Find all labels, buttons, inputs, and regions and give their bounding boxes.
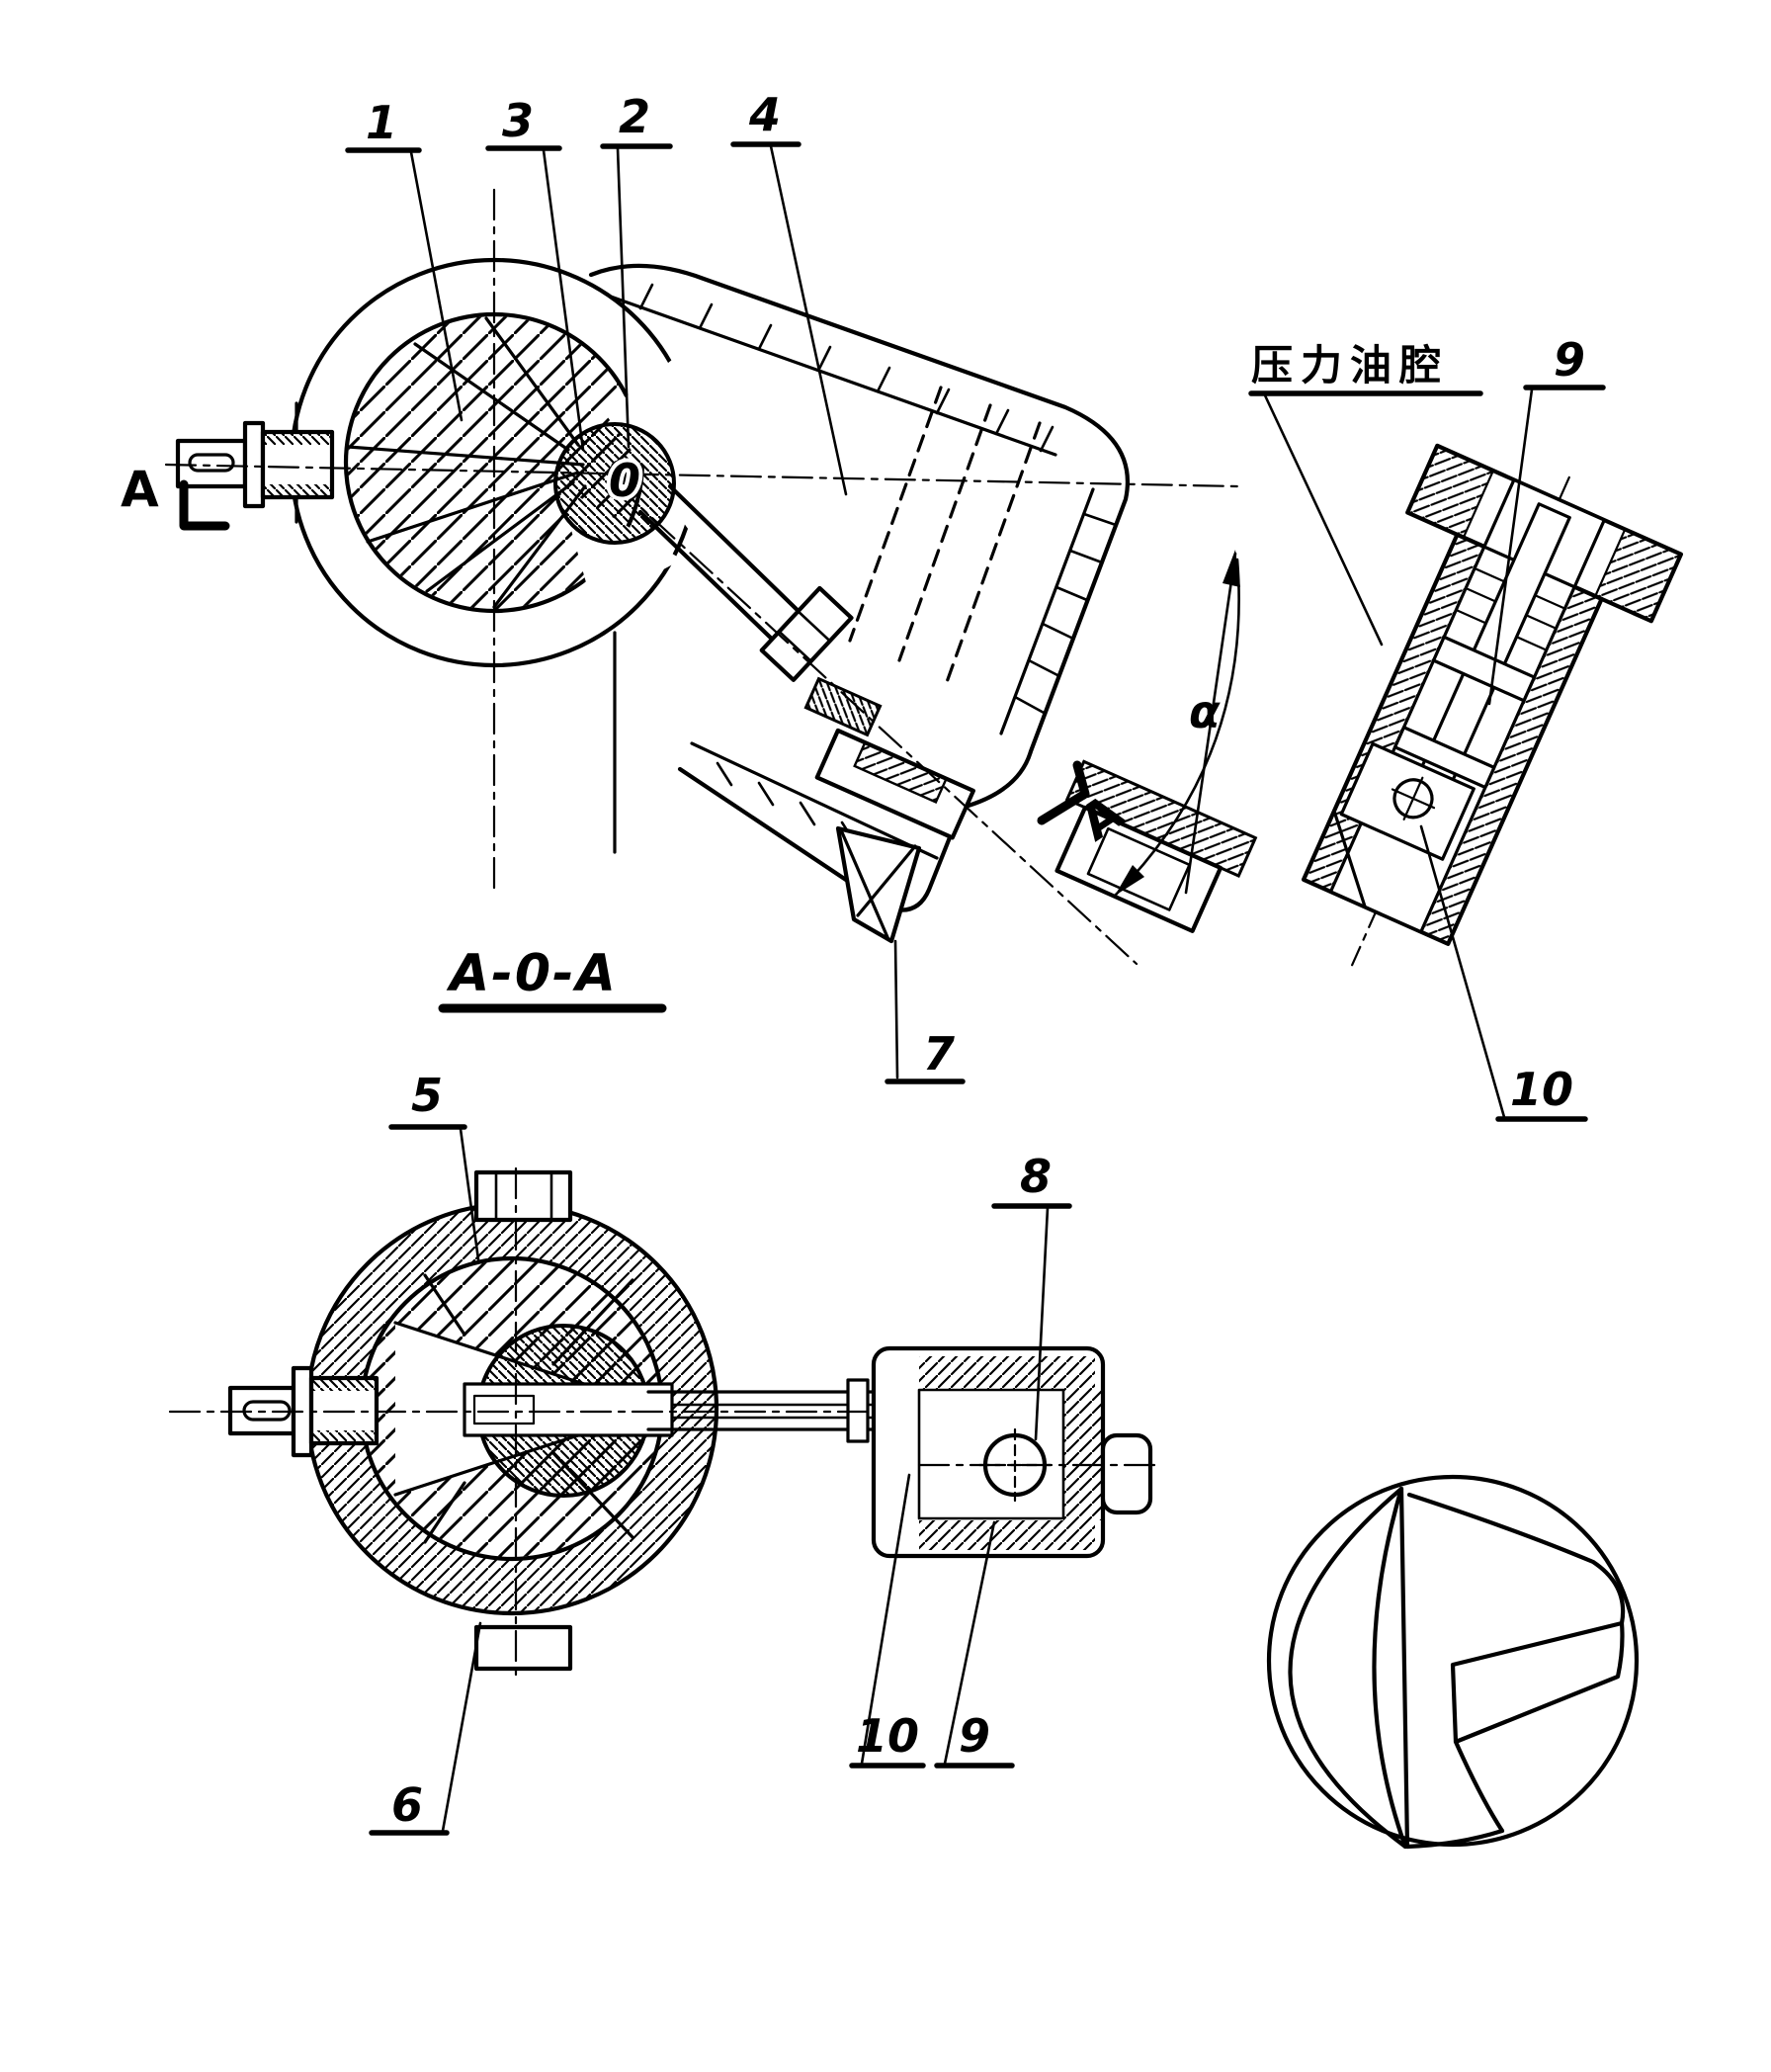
callout-5: 5 xyxy=(388,1069,480,1261)
crescent-chord xyxy=(1398,1486,1410,1850)
housing-inner-right-edge xyxy=(999,487,1095,735)
arrowhead-up-icon xyxy=(1223,550,1240,587)
callout-3-label: 3 xyxy=(502,94,534,147)
lower-valve-block xyxy=(871,1345,1153,1559)
piston-slot xyxy=(463,1382,674,1437)
callout-9-bottom-label: 9 xyxy=(959,1709,990,1763)
callout-2: 2 xyxy=(600,90,673,449)
crescent-inner xyxy=(1372,1486,1408,1850)
callout-9-top-label: 9 xyxy=(1554,333,1585,387)
pressure-chamber-label: 压力油腔 xyxy=(1251,341,1449,389)
bottom-boss xyxy=(473,1624,573,1672)
shaft-flange xyxy=(242,420,266,509)
section-title: A-0-A xyxy=(438,944,667,1013)
lower-rotor-spokes xyxy=(423,1273,634,1544)
slot-sweep-top xyxy=(1406,1492,1596,1565)
main-section-view: α A A 0 1 3 2 4 7 xyxy=(121,88,1258,1084)
crescent-outer xyxy=(1288,1486,1408,1850)
drain-funnel-cross xyxy=(840,830,917,939)
lower-section-view: 5 6 10 9 8 xyxy=(168,1069,1160,1836)
callout-9-top: 9 xyxy=(1487,333,1606,706)
alpha-dimension: α xyxy=(1113,550,1240,898)
valve-block xyxy=(1301,443,1684,967)
valve-foot-block xyxy=(814,728,976,840)
thread-hatch-bottom xyxy=(263,484,332,497)
thread-hatch-top xyxy=(263,432,332,445)
callout-1-label: 1 xyxy=(366,96,397,149)
callout-1: 1 xyxy=(345,96,464,422)
housing-inner-bottom-edge xyxy=(690,741,939,860)
right-foot-block xyxy=(1054,759,1258,933)
section-marker-left: A xyxy=(121,461,230,531)
origin-label: 0 xyxy=(609,454,640,507)
section-arrow2-icon xyxy=(179,479,230,531)
piston-corridor xyxy=(605,344,862,639)
arrowhead-arc-icon xyxy=(1115,865,1144,896)
callout-10-bottom: 10 xyxy=(849,1473,926,1769)
slot-sweep-tip xyxy=(1404,1828,1505,1850)
piston-rod xyxy=(637,483,811,650)
callout-2-label: 2 xyxy=(619,90,650,143)
callout-10-top: 10 xyxy=(1419,824,1588,1122)
slot-notch xyxy=(1450,1560,1626,1745)
drive-shaft xyxy=(175,401,335,524)
alpha-label: α xyxy=(1189,685,1221,738)
piston-sleeve xyxy=(759,585,854,682)
callout-10-top-label: 10 xyxy=(1510,1063,1573,1116)
slot-key xyxy=(472,1394,536,1425)
rotor-ball-part-view xyxy=(1266,1474,1640,1850)
callout-4-label: 4 xyxy=(748,88,781,141)
callout-6: 6 xyxy=(369,1621,482,1836)
block-foot xyxy=(1339,741,1476,861)
rotor-spokes xyxy=(346,316,587,609)
callout-9-bottom: 9 xyxy=(934,1520,1015,1769)
section-marker-a2-label: A xyxy=(121,461,159,518)
ball-outline xyxy=(1266,1474,1640,1848)
callout-8-label: 8 xyxy=(1020,1150,1052,1203)
callout-7-label: 7 xyxy=(923,1027,955,1080)
pressure-chamber-annotation: 压力油腔 xyxy=(1248,341,1483,647)
pressure-chamber-detail-view: 压力油腔 9 10 xyxy=(1248,333,1684,1122)
centerlines xyxy=(164,188,1239,966)
shaft-keyway xyxy=(188,453,235,473)
top-boss xyxy=(473,1169,573,1223)
oil-passages-dashed xyxy=(848,386,1042,684)
section-arrow-icon xyxy=(1037,760,1090,825)
valve-lug xyxy=(1100,1432,1153,1515)
callout-3: 3 xyxy=(485,94,585,452)
lower-centerlines xyxy=(168,1166,1160,1678)
push-rod-outer xyxy=(646,1390,884,1431)
ball-key-slot xyxy=(610,460,632,485)
tilted-housing-outline xyxy=(588,263,1131,912)
callout-6-label: 6 xyxy=(391,1778,423,1832)
piston-collar xyxy=(803,676,883,737)
callout-5-label: 5 xyxy=(411,1069,443,1122)
drain-funnel xyxy=(835,825,922,944)
slot-sweep-bottom xyxy=(1453,1739,1505,1834)
housing-edge-hatch xyxy=(638,283,1118,866)
callout-7: 7 xyxy=(885,939,966,1084)
section-title-label: A-0-A xyxy=(446,944,618,1003)
callout-4: 4 xyxy=(730,88,848,496)
callout-8: 8 xyxy=(991,1150,1072,1441)
